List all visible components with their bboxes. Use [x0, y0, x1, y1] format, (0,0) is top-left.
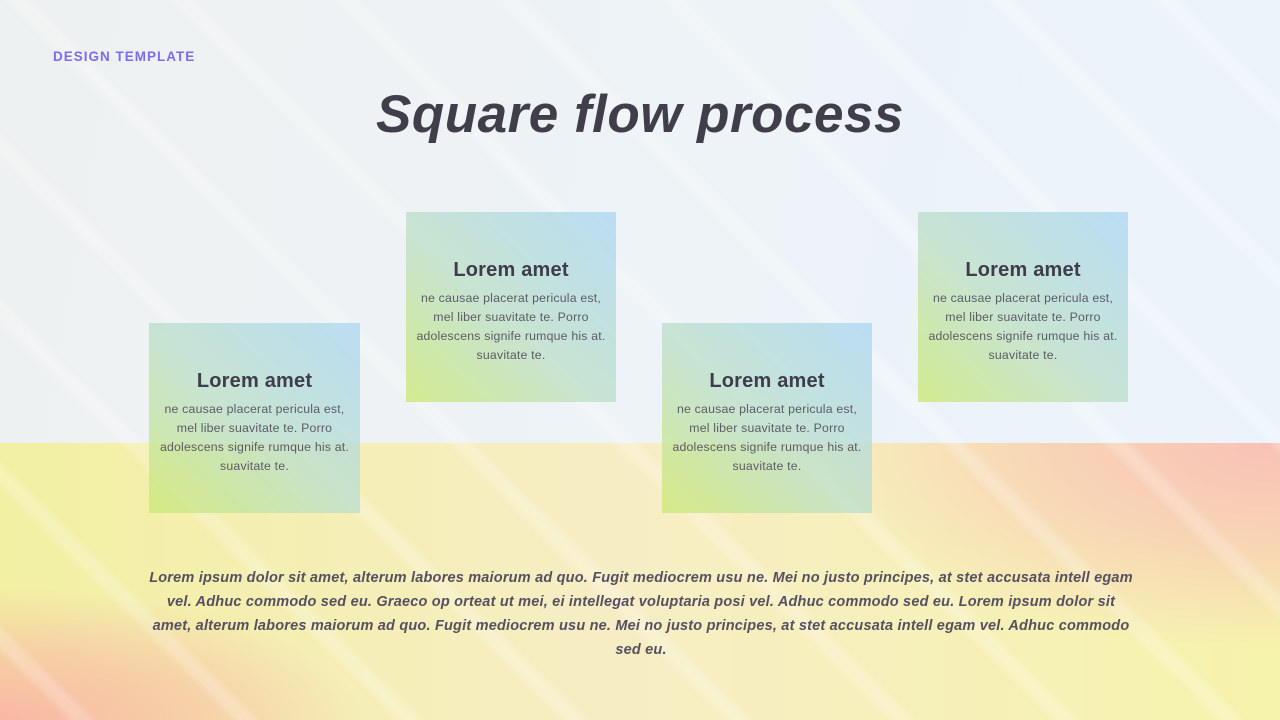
- card-body-text: ne causae placerat pericula est, mel lib…: [416, 291, 606, 362]
- card-title: Lorem amet: [196, 370, 313, 392]
- card-body-text: ne causae placerat pericula est, mel lib…: [928, 291, 1118, 362]
- eyebrow-label: DESIGN TEMPLATE: [53, 49, 196, 64]
- process-card-1: Lorem amet ne causae placerat pericula e…: [149, 323, 360, 513]
- process-card-3: Lorem amet ne causae placerat pericula e…: [662, 323, 872, 513]
- card-title: Lorem amet: [965, 259, 1081, 281]
- card-title: Lorem amet: [453, 259, 569, 281]
- slide-title: Square flow process: [376, 85, 904, 144]
- card-title: Lorem amet: [709, 370, 825, 392]
- card-body-text: ne causae placerat pericula est, mel lib…: [672, 402, 862, 473]
- card-body-text: ne causae placerat pericula est, mel lib…: [159, 402, 350, 473]
- process-card-2: Lorem amet ne causae placerat pericula e…: [406, 212, 616, 402]
- footer-paragraph: Lorem ipsum dolor sit amet, alterum labo…: [149, 570, 1133, 658]
- process-card-4: Lorem amet ne causae placerat pericula e…: [918, 212, 1128, 402]
